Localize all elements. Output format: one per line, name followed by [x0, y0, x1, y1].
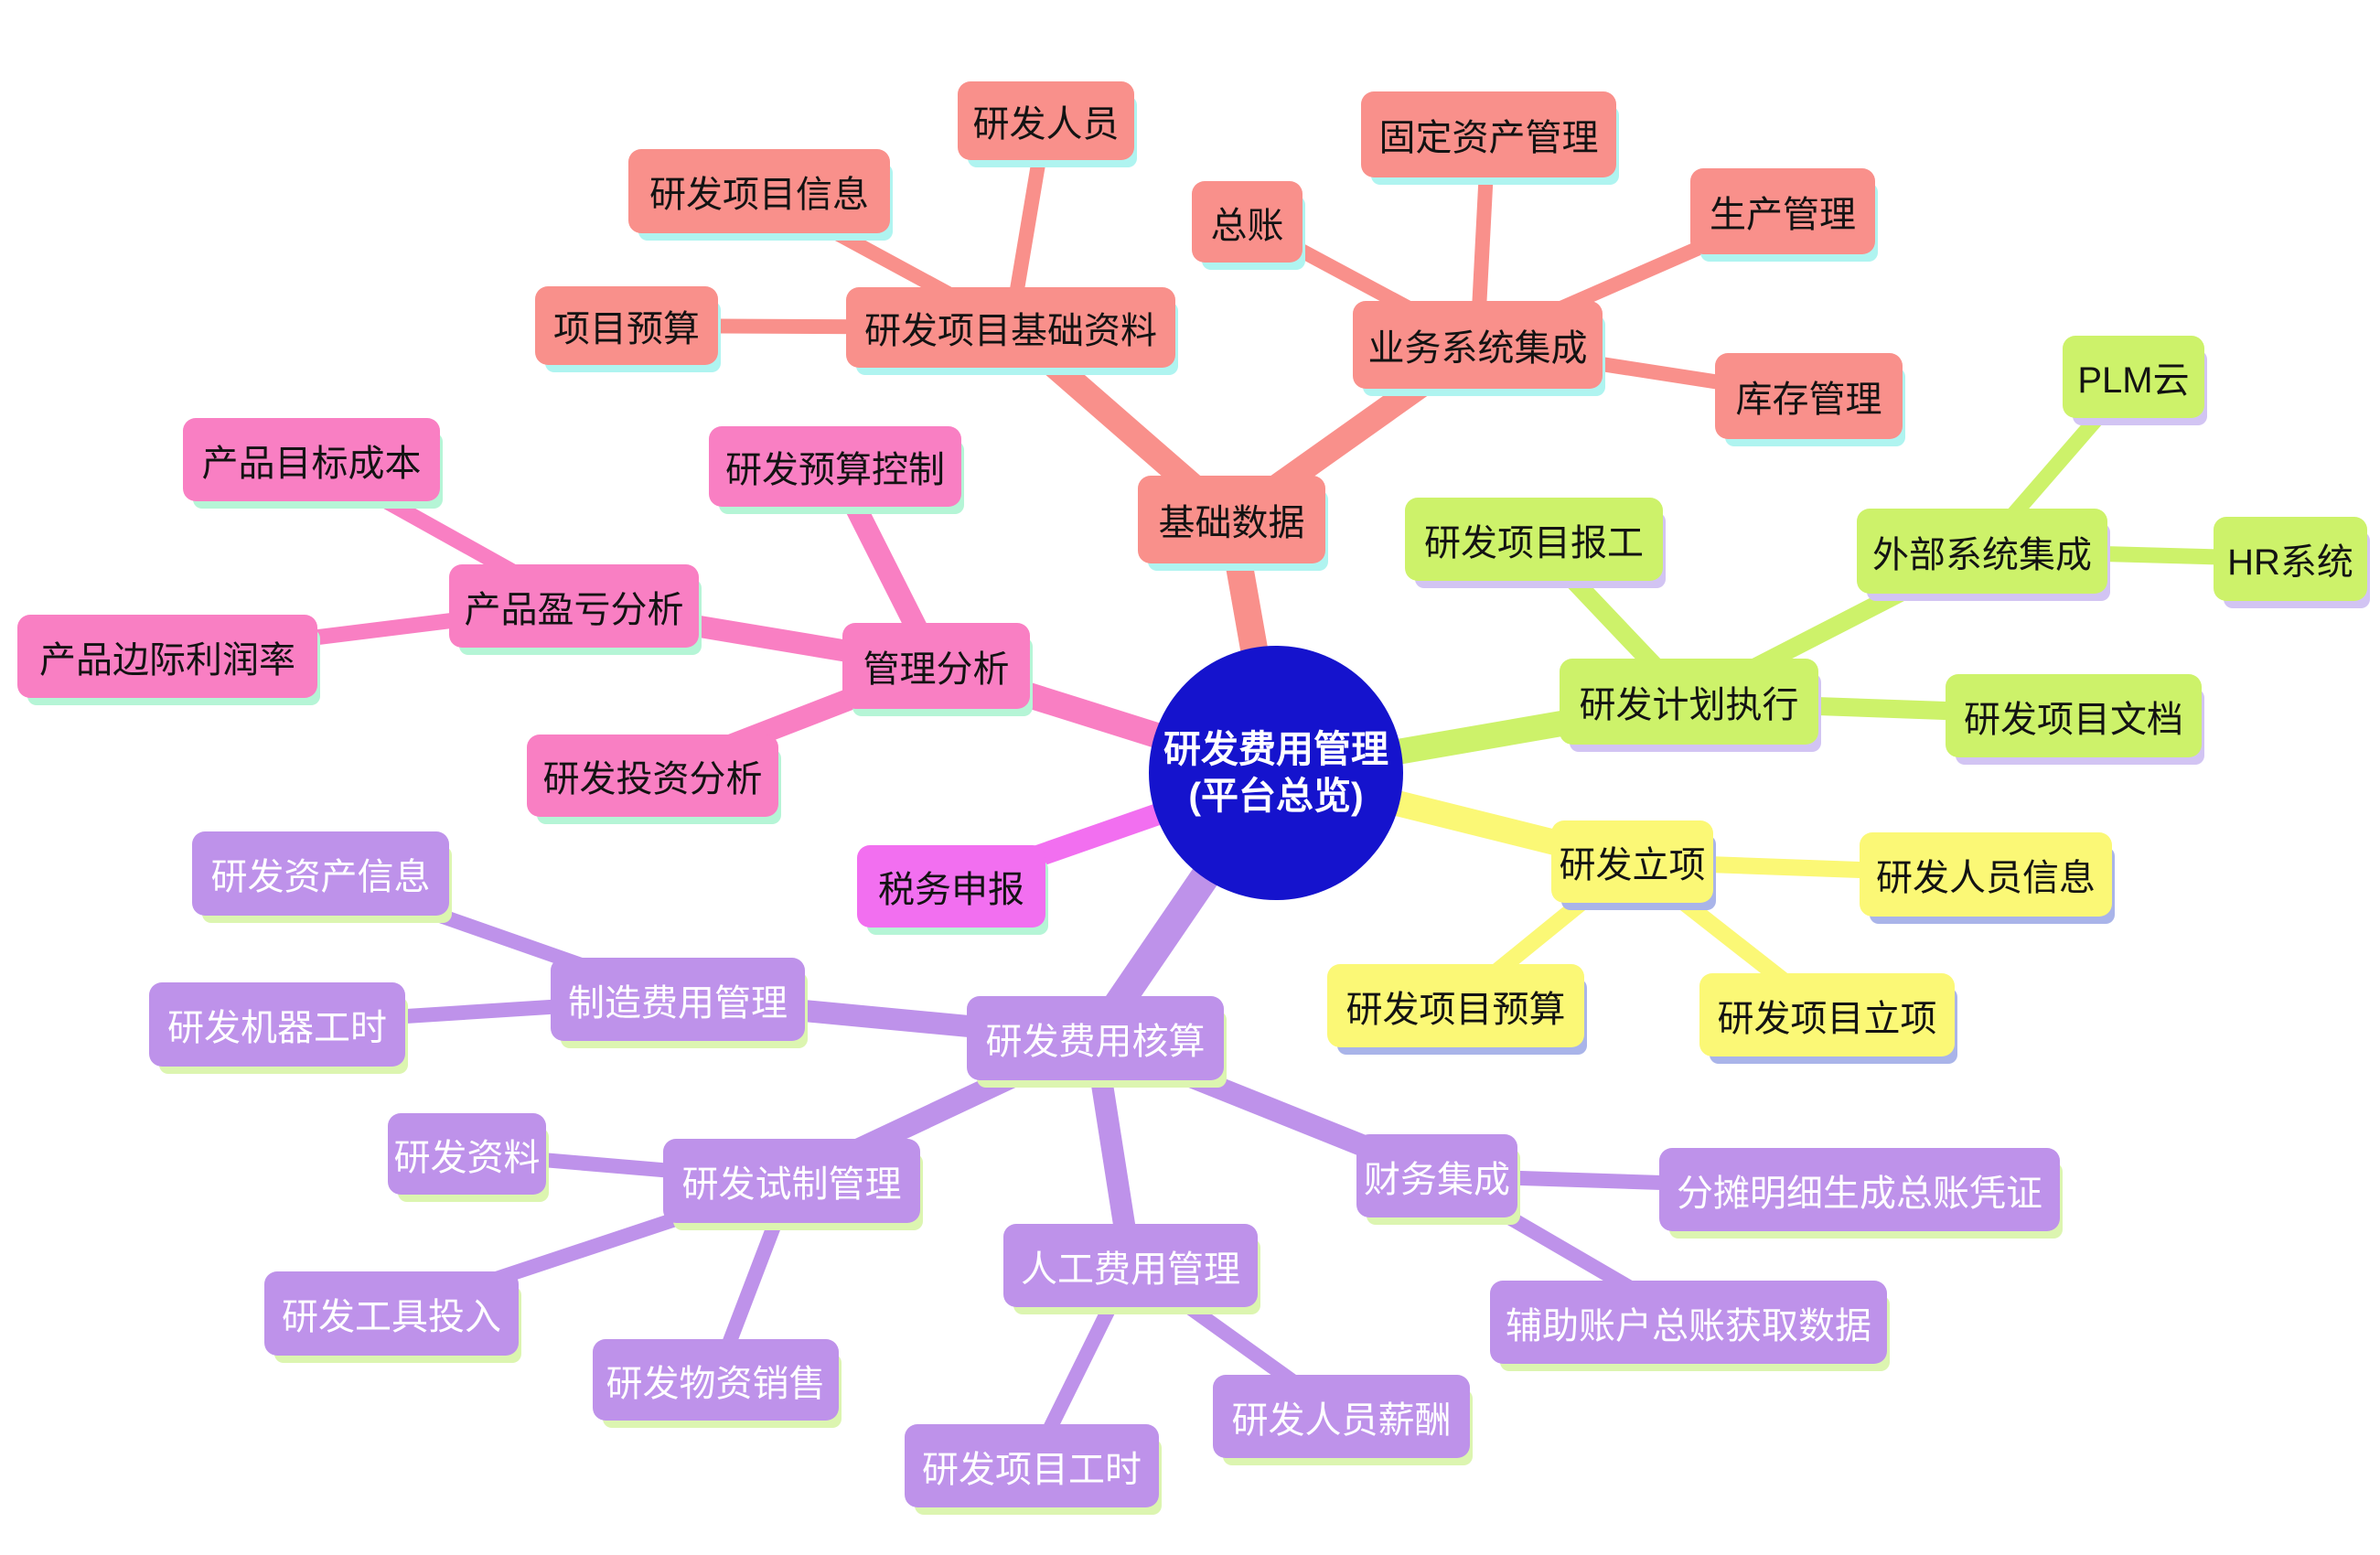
node-tax-declaration[interactable]: 税务申报	[857, 845, 1045, 928]
node-label: 税务申报	[878, 870, 1024, 910]
node-label: 研发机器工时	[167, 1008, 387, 1048]
node-label: 人工费用管理	[1021, 1249, 1240, 1290]
node-label: 总账	[1210, 205, 1284, 246]
center-topic[interactable]: 研发费用管理 (平台总览)	[1149, 646, 1403, 900]
node-label: 研发人员薪酬	[1231, 1400, 1452, 1441]
node-external-system-integration[interactable]: 外部系统集成	[1857, 509, 2107, 594]
node-rd-personnel-salary[interactable]: 研发人员薪酬	[1213, 1375, 1470, 1458]
node-label: 研发资产信息	[210, 857, 431, 897]
node-rd-machine-hours[interactable]: 研发机器工时	[149, 982, 405, 1067]
node-inventory-mgmt[interactable]: 库存管理	[1715, 353, 1903, 439]
node-basic-data[interactable]: 基础数据	[1138, 476, 1325, 563]
node-finance-integration[interactable]: 财务集成	[1356, 1134, 1517, 1217]
center-topic-line1: 研发费用管理	[1163, 727, 1388, 770]
node-rd-project-master-data[interactable]: 研发项目基础资料	[846, 287, 1175, 368]
node-label: 研发项目信息	[649, 175, 869, 215]
node-label: 制造费用管理	[568, 982, 788, 1024]
node-label: 研发项目预算	[1345, 989, 1566, 1030]
node-rd-trial-production-mgmt[interactable]: 研发试制管理	[663, 1139, 920, 1223]
node-label: 研发物资销售	[606, 1363, 826, 1404]
node-production-mgmt[interactable]: 生产管理	[1690, 168, 1875, 254]
node-label: 外部系统集成	[1872, 534, 2092, 575]
node-label: 研发投资分析	[542, 759, 763, 799]
node-fixed-asset-mgmt[interactable]: 固定资产管理	[1361, 91, 1616, 177]
node-rd-project-time-report[interactable]: 研发项目报工	[1405, 498, 1663, 581]
node-label: 生产管理	[1710, 195, 1856, 235]
node-general-ledger[interactable]: 总账	[1192, 181, 1303, 263]
node-rd-project-hours[interactable]: 研发项目工时	[905, 1424, 1159, 1507]
node-label: 辅助账户总账获取数据	[1506, 1305, 1871, 1346]
node-label: 研发计划执行	[1579, 685, 1799, 725]
node-label: 研发项目文档	[1964, 699, 2183, 740]
node-label: 研发工具投入	[282, 1297, 501, 1337]
node-rd-budget-control[interactable]: 研发预算控制	[709, 426, 961, 507]
node-label: 研发试制管理	[681, 1164, 902, 1205]
node-rd-project-documents[interactable]: 研发项目文档	[1946, 674, 2202, 757]
node-rd-project-initiation[interactable]: 研发立项	[1551, 820, 1713, 903]
node-label: 产品目标成本	[201, 443, 422, 484]
node-rd-materials[interactable]: 研发资料	[388, 1113, 546, 1195]
node-product-target-cost[interactable]: 产品目标成本	[183, 418, 440, 501]
node-labor-expense-mgmt[interactable]: 人工费用管理	[1003, 1224, 1258, 1307]
node-label: 研发费用核算	[985, 1022, 1206, 1062]
node-product-profit-loss-analysis[interactable]: 产品盈亏分析	[449, 564, 699, 648]
node-label: 研发资料	[393, 1137, 541, 1178]
node-business-system-integration[interactable]: 业务系统集成	[1353, 301, 1603, 389]
node-rd-project-budget[interactable]: 研发项目预算	[1327, 964, 1584, 1047]
node-label: 项目预算	[553, 309, 700, 349]
node-project-budget[interactable]: 项目预算	[535, 286, 718, 365]
node-product-margin-rate[interactable]: 产品边际利润率	[17, 615, 317, 698]
node-label: 库存管理	[1735, 380, 1882, 420]
node-rd-asset-info[interactable]: 研发资产信息	[192, 831, 449, 916]
node-label: 研发人员信息	[1876, 858, 2096, 898]
node-label: 财务集成	[1364, 1159, 1510, 1200]
node-label: 研发项目基础资料	[864, 311, 1157, 351]
node-label: 研发预算控制	[725, 450, 945, 490]
node-label: HR系统	[2227, 542, 2353, 583]
node-label: 分摊明细生成总账凭证	[1677, 1173, 2042, 1214]
node-label: PLM云	[2077, 360, 2190, 401]
center-topic-line2: (平台总览)	[1188, 775, 1364, 817]
node-rd-tool-investment[interactable]: 研发工具投入	[264, 1271, 519, 1356]
node-label: 固定资产管理	[1378, 118, 1599, 158]
node-label: 研发项目立项	[1717, 998, 1937, 1039]
node-rd-project-approval[interactable]: 研发项目立项	[1699, 973, 1955, 1056]
node-rd-material-sales[interactable]: 研发物资销售	[593, 1339, 839, 1421]
node-rd-personnel-info[interactable]: 研发人员信息	[1860, 832, 2112, 917]
node-auxiliary-account-gl-data[interactable]: 辅助账户总账获取数据	[1490, 1281, 1887, 1364]
node-label: 研发人员	[972, 104, 1120, 145]
node-rd-plan-execution[interactable]: 研发计划执行	[1560, 659, 1818, 745]
node-label: 研发项目报工	[1424, 522, 1644, 563]
node-label: 研发项目工时	[922, 1449, 1142, 1490]
node-rd-investment-analysis[interactable]: 研发投资分析	[527, 735, 778, 817]
node-management-analysis[interactable]: 管理分析	[842, 623, 1030, 709]
node-hr-system[interactable]: HR系统	[2214, 517, 2367, 601]
node-rd-personnel[interactable]: 研发人员	[958, 81, 1134, 160]
node-label: 产品盈亏分析	[464, 589, 684, 630]
node-label: 研发立项	[1559, 845, 1706, 885]
node-label: 基础数据	[1158, 503, 1305, 543]
node-manufacturing-expense-mgmt[interactable]: 制造费用管理	[551, 958, 805, 1041]
node-allocation-detail-to-gl-voucher[interactable]: 分摊明细生成总账凭证	[1659, 1148, 2060, 1231]
node-label: 业务系统集成	[1367, 328, 1588, 369]
node-rd-expense-accounting[interactable]: 研发费用核算	[967, 996, 1224, 1080]
node-label: 产品边际利润率	[39, 639, 295, 681]
node-plm-cloud[interactable]: PLM云	[2063, 336, 2204, 418]
node-rd-project-info[interactable]: 研发项目信息	[628, 149, 890, 233]
node-label: 管理分析	[863, 649, 1010, 690]
